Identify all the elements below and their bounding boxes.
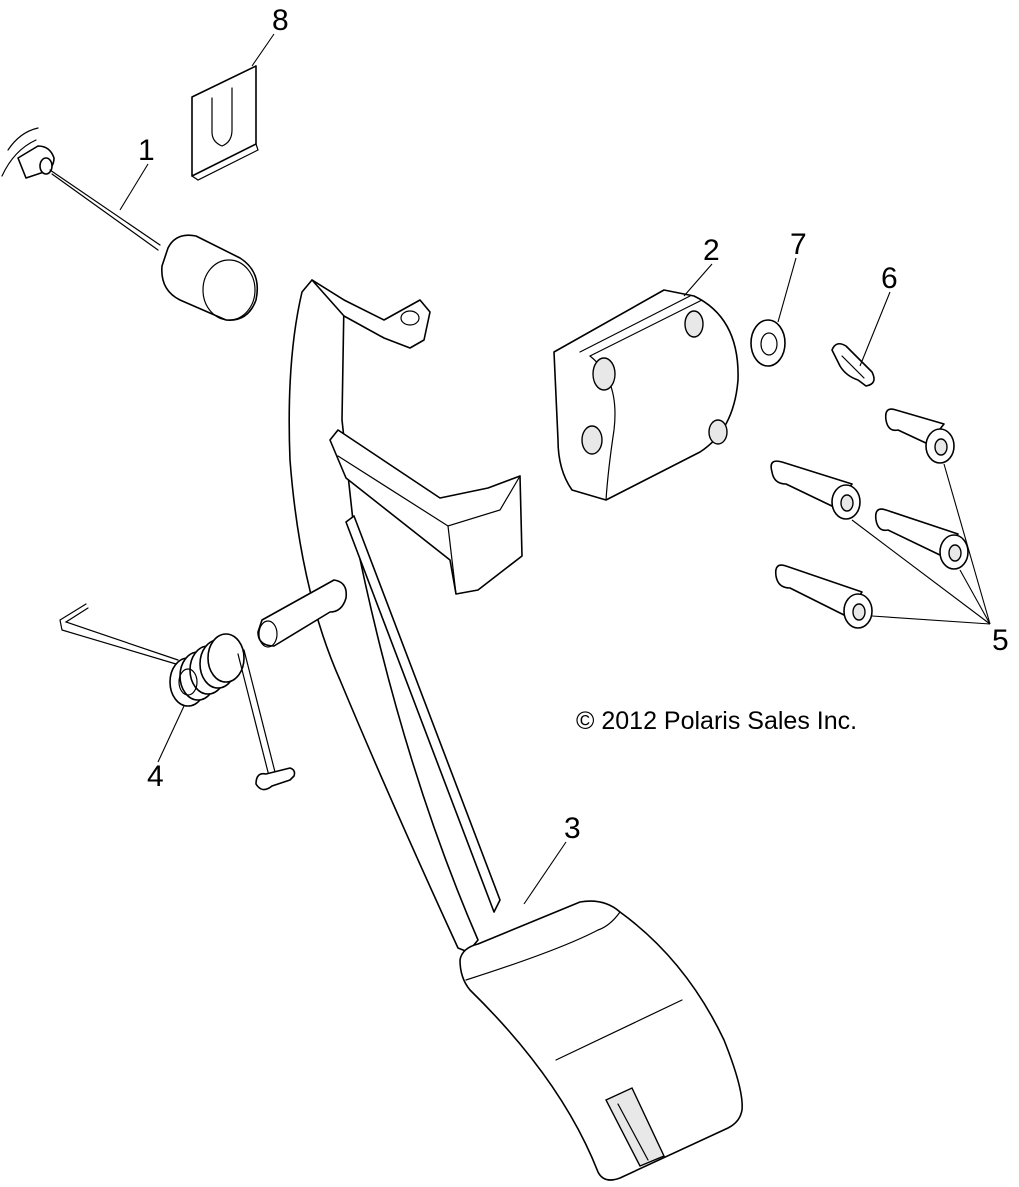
- screw-a: [884, 408, 955, 464]
- part-1-sensor: [1, 127, 259, 321]
- callout-5: 5: [992, 624, 1009, 657]
- screw-b: [770, 460, 861, 520]
- part-6-clip: [831, 342, 875, 387]
- part-3-pedal: [257, 279, 743, 1181]
- callout-8: 8: [272, 4, 289, 37]
- callouts: 1 2 3 4 5 6 7 8: [138, 4, 1009, 845]
- part-2-sensor-housing: [553, 289, 739, 501]
- callout-1: 1: [138, 134, 155, 167]
- callout-7: 7: [790, 228, 807, 261]
- part-4-spring: [59, 603, 296, 791]
- leader-lines: [119, 33, 991, 905]
- screw-d: [774, 564, 873, 629]
- callout-3: 3: [564, 812, 581, 845]
- callout-4: 4: [147, 760, 164, 793]
- callout-2: 2: [703, 234, 720, 267]
- part-5-screws: [770, 408, 969, 629]
- part-7-washer: [750, 319, 786, 367]
- copyright-text: © 2012 Polaris Sales Inc.: [576, 707, 857, 735]
- screw-c: [874, 508, 969, 570]
- callout-6: 6: [881, 262, 898, 295]
- part-8-shim: [191, 65, 259, 181]
